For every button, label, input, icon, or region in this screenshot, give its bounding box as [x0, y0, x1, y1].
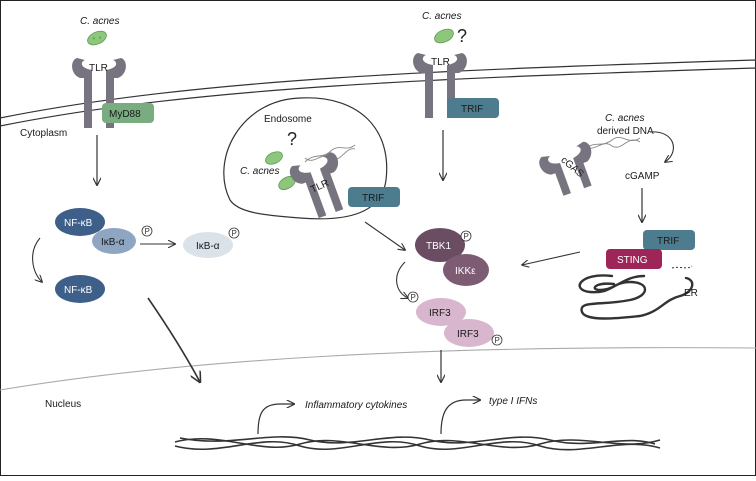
tlr-label-2: TLR [431, 57, 450, 68]
bacterium-icon-endo-1 [265, 151, 283, 165]
endosome-membrane [223, 97, 388, 220]
arrow-transcription-ifn [440, 400, 480, 435]
phospho-icon-irf3a [407, 291, 419, 303]
tbk1-label: TBK1 [426, 241, 451, 252]
nfkb-label-1: NF-κB [64, 218, 93, 229]
er-membrane-tail [671, 265, 693, 269]
cgamp-label: cGAMP [625, 171, 660, 182]
arrow-endo-tbk1 [364, 221, 405, 250]
trif-adaptor-sting [643, 230, 695, 250]
arrow-sting-tbk1 [522, 251, 581, 265]
phospho-label-tbk1: P [464, 232, 469, 241]
sting-label: STING [617, 255, 648, 266]
nfkb-bound [55, 208, 105, 236]
trif-label-sting: TRIF [657, 236, 679, 247]
phospho-label-irf3a: P [411, 293, 416, 302]
arrow-transcription-inflammatory [257, 404, 294, 435]
irf3-label-a: IRF3 [429, 308, 451, 319]
cgas-enzyme [539, 141, 592, 196]
nuclear-membrane [0, 347, 756, 391]
c-acnes-derived-label-2: derived DNA [597, 126, 654, 137]
sting-protein [606, 249, 662, 269]
bacterium-icon [87, 30, 107, 46]
trif-label-2: TRIF [461, 104, 483, 115]
irf3-label-b: IRF3 [457, 329, 479, 340]
bacterium-icon-2 [434, 28, 454, 44]
phospho-icon-1 [141, 225, 153, 237]
inflammatory-cytokines-label: Inflammatory cytokines [305, 400, 407, 411]
dna-double-helix [174, 436, 661, 451]
myd88-adaptor [102, 103, 154, 123]
ikba-label-1: IκB-α [101, 237, 125, 248]
tlr-question: ? [457, 26, 467, 46]
ikke-kinase [443, 254, 489, 286]
endosome-label: Endosome [264, 114, 312, 125]
dna-icon-cgas [583, 136, 641, 151]
phospho-label-1: P [145, 227, 150, 236]
nucleus-label: Nucleus [45, 399, 81, 410]
arrow-cgamp-loop [649, 131, 674, 162]
trif-label-endo: TRIF [362, 193, 384, 204]
arrow-tbk1-irf3 [396, 261, 408, 298]
c-acnes-label-2: C. acnes [422, 11, 461, 22]
trif-adaptor-2 [447, 98, 499, 118]
tlr-label-1: TLR [89, 63, 108, 74]
myd88-label: MyD88 [109, 109, 141, 120]
arrow-nfkb-nucleus [147, 297, 200, 382]
ikba-label-2: IκB-α [196, 241, 220, 252]
cytoplasm-label: Cytoplasm [20, 128, 67, 139]
phospho-label-irf3b: P [495, 336, 500, 345]
er-label: ER [684, 288, 698, 299]
type-i-ifns-label: type I IFNs [489, 396, 537, 407]
tlr-receptor-endo [289, 152, 344, 219]
nfkb-free [55, 275, 105, 303]
phospho-icon-tbk1 [460, 230, 472, 242]
ikke-label: IKKε [455, 266, 476, 277]
irf3-b [444, 319, 494, 347]
nfkb-label-2: NF-κB [64, 285, 93, 296]
c-acnes-label-endo: C. acnes [240, 166, 279, 177]
phospho-icon-2 [228, 227, 240, 239]
c-acnes-label-1: C. acnes [80, 16, 119, 27]
trif-adaptor-endo [348, 187, 400, 207]
endosome-question: ? [287, 129, 297, 149]
c-acnes-derived-label-1: C. acnes [605, 113, 644, 124]
phospho-label-2: P [232, 229, 237, 238]
irf3-a [416, 298, 466, 326]
arrow-nfkb-release [32, 237, 42, 282]
phospho-icon-irf3b [491, 334, 503, 346]
ikba-bound [92, 228, 136, 254]
er-membrane [578, 274, 694, 320]
ikba-free [183, 232, 233, 258]
tbk1-kinase [415, 228, 465, 262]
